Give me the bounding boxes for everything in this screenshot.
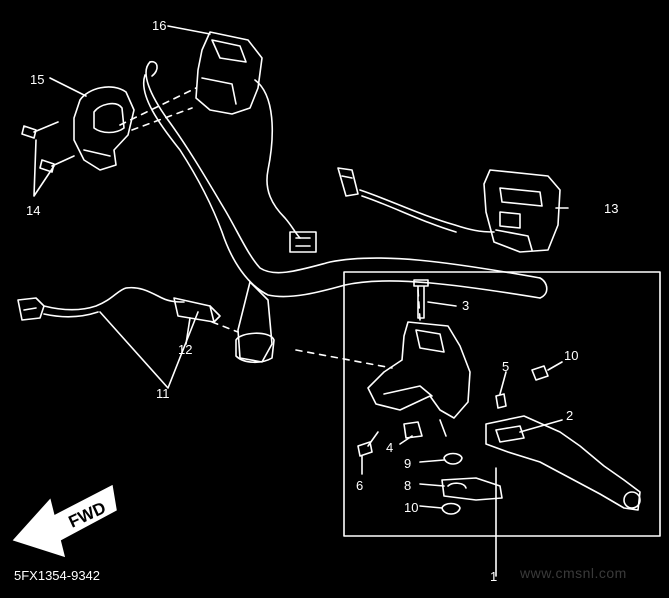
part-8-washer (443, 452, 463, 465)
handlebar-outline-upper (145, 61, 541, 279)
handlebar-stub (149, 60, 158, 77)
part-4-collar (403, 421, 423, 439)
part-6-screw (357, 431, 379, 457)
callout-9: 10 (404, 500, 418, 515)
callout-4: 4 (386, 440, 393, 455)
part-11-terminal (17, 297, 45, 321)
part-13-cable (359, 189, 495, 233)
callout-10: 10 (564, 348, 578, 363)
part-16-switch (195, 31, 263, 115)
part-2-lever (485, 415, 641, 511)
callout-16: 16 (152, 18, 166, 33)
handlebar-end (539, 277, 548, 299)
part-11-wire (43, 286, 185, 311)
part-7-nut-plate (441, 477, 503, 501)
handlebar-outline-lower (142, 74, 541, 299)
fwd-arrow: FWD (12, 484, 117, 558)
callout-11: 11 (156, 386, 170, 401)
part-16-connector (289, 231, 317, 253)
callout-1: 1 (490, 569, 497, 584)
callout-13: 13 (604, 201, 618, 216)
part-10-cap (531, 365, 549, 381)
part-13-holder (483, 169, 561, 253)
part-3-bolt (413, 279, 429, 319)
part-code: 5FX1354-9342 (14, 568, 100, 583)
part-5-bushing (495, 393, 507, 409)
part-13-connector (337, 167, 359, 197)
callout-15: 15 (30, 72, 44, 87)
riser-clamp (235, 332, 275, 364)
callout-3: 3 (462, 298, 469, 313)
callout-14: 14 (26, 203, 40, 218)
part-9-nut (441, 502, 461, 515)
callout-5: 5 (502, 359, 509, 374)
callout-2: 2 (566, 408, 573, 423)
part-14-screw-upper (21, 121, 59, 139)
part-15-switch (73, 86, 135, 171)
watermark: www.cmsnl.com (519, 565, 627, 581)
part-16-wire (254, 79, 301, 239)
callout-7: 8 (404, 478, 411, 493)
part-14-screw-lower (39, 155, 75, 173)
callout-12: 12 (178, 342, 192, 357)
inset-frame (343, 271, 661, 537)
lever-holder-body (367, 321, 471, 419)
callout-8: 9 (404, 456, 411, 471)
callout-6: 6 (356, 478, 363, 493)
